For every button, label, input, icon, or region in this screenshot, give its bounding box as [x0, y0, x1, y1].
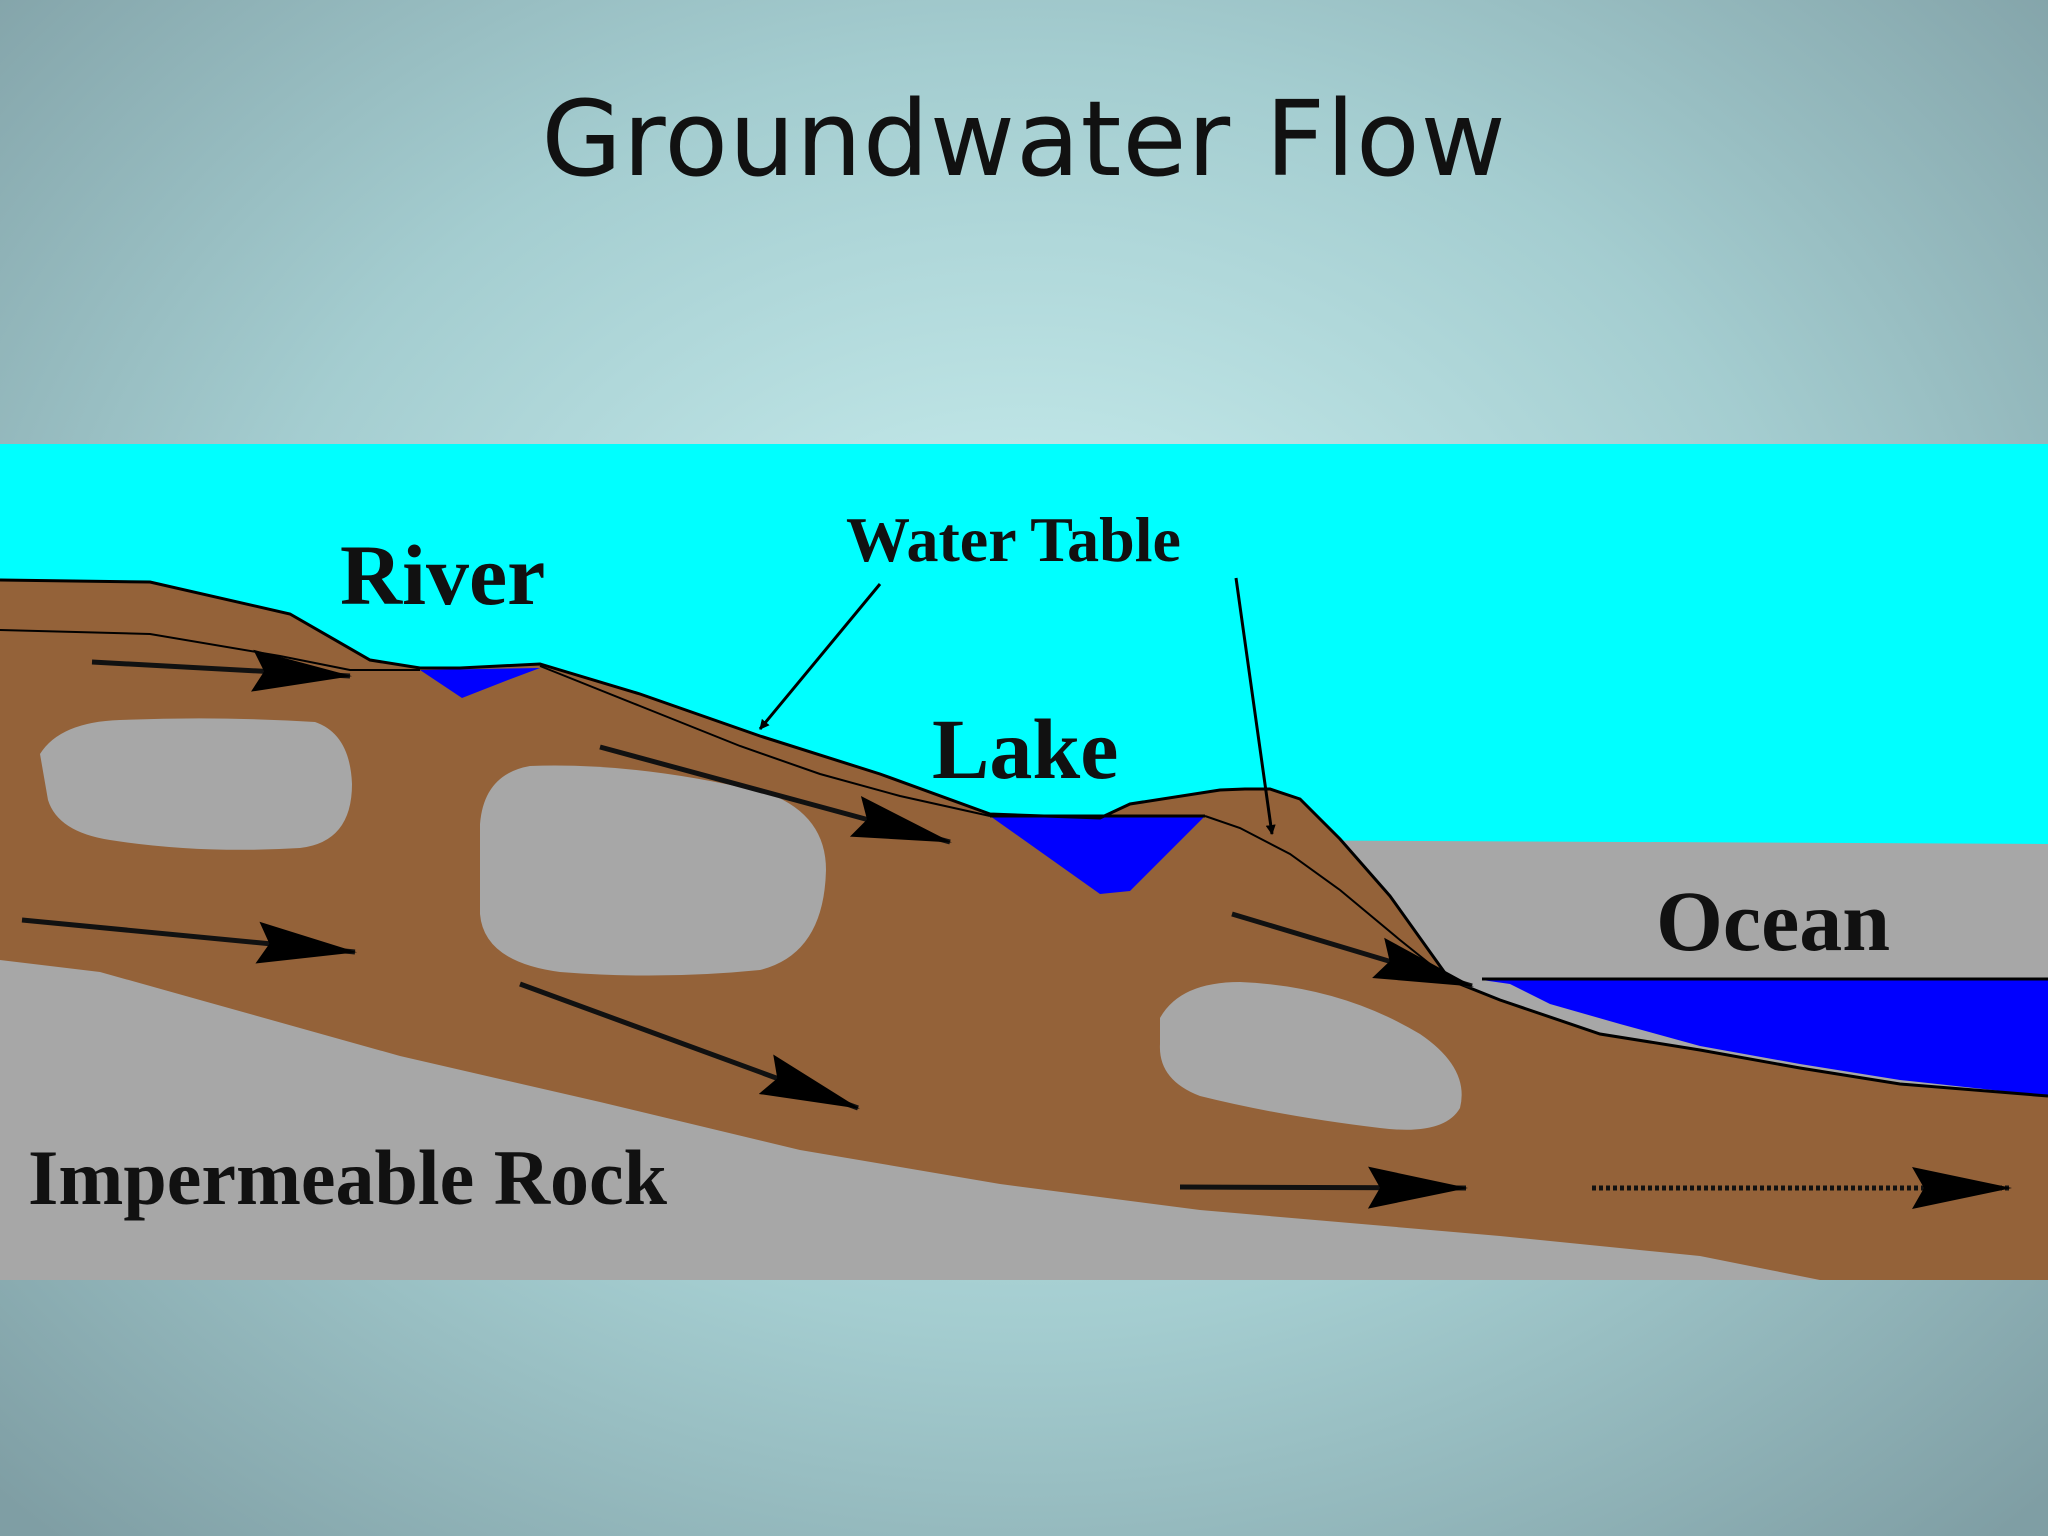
rock-lens-center — [480, 765, 826, 976]
ocean-water — [1482, 980, 2048, 1096]
rock-lens-right — [1159, 982, 1462, 1130]
ocean-label: Ocean — [1656, 873, 1890, 969]
river-water — [420, 668, 540, 698]
lake-label: Lake — [932, 701, 1118, 797]
soil-aquifer-layer — [0, 580, 2048, 1280]
impermeable-rock-label: Impermeable Rock — [28, 1134, 668, 1221]
groundwater-diagram: River Water Table Lake Ocean Impermeable… — [0, 444, 2048, 1280]
rock-lens-left — [40, 718, 352, 850]
groundwater-diagram-svg: River Water Table Lake Ocean Impermeable… — [0, 444, 2048, 1280]
ground-surface-line — [0, 578, 2048, 1098]
flow-arrow — [1231, 911, 1474, 989]
flow-arrow — [91, 649, 352, 692]
water-table-pointer-left — [758, 583, 882, 730]
flow-arrow — [599, 744, 952, 845]
water-table-label: Water Table — [846, 504, 1181, 575]
slide-title: Groundwater Flow — [541, 78, 1507, 200]
flow-arrow — [519, 981, 860, 1111]
flow-arrow — [1179, 1166, 1468, 1209]
water-table-pointer-right — [1234, 577, 1276, 835]
lake-water — [990, 816, 1205, 894]
flow-arrow — [21, 917, 357, 964]
river-label: River — [340, 527, 545, 623]
